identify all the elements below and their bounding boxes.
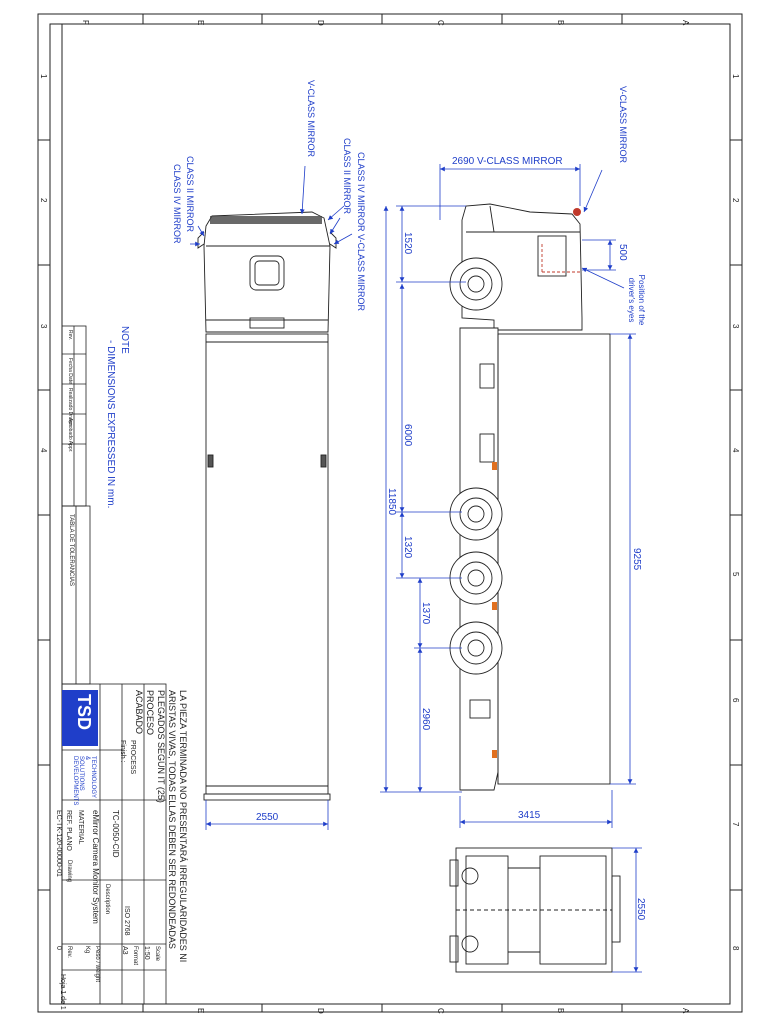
zone-letter-b: B (556, 20, 565, 26)
description-label: Description (104, 884, 110, 915)
callout-class4-mirror-left: CLASS IV MIRROR (172, 164, 182, 244)
dim-6000: 6000 (402, 424, 413, 447)
rear-view-drawing (197, 211, 337, 801)
material-label: MATERIAL (77, 810, 84, 845)
revision-header-rev: Rev. (67, 330, 73, 340)
zone-letter-d: D (316, 20, 325, 26)
title-note-line-4: PROCESO (145, 690, 155, 736)
dim-1320: 1320 (402, 536, 413, 559)
zone-letter-e-bottom: E (196, 1008, 205, 1014)
rev-label: Rev. (66, 946, 72, 958)
side-view-drawing (449, 203, 611, 791)
title-note-line-2: ARISTAS VIVAS, TODAS ELLAS DEBEN SER RED… (167, 690, 177, 949)
drawing-number: EC-TK-120-00000-01 (55, 810, 62, 877)
revision-header-approved: Aprobado Appr. (67, 418, 73, 453)
company-tagline: TECHNOLOGY & SOLUTIONS DEVELOPMENTS (72, 756, 96, 806)
zone-letter-d-bottom: D (316, 1008, 325, 1014)
dim-vclass-span: 2690 V-CLASS MIRROR (452, 156, 563, 167)
tolerance-heading: TABLA DE TOLERANCIAS (68, 514, 74, 587)
company-logo: TSD (74, 694, 94, 730)
sheet-label: Hoja 1 de 1 (59, 974, 66, 1010)
zone-number-4-right: 4 (731, 448, 740, 453)
zone-letter-c-bottom: C (436, 1008, 445, 1014)
zone-number-8-right: 8 (731, 946, 740, 951)
zone-number-4: 4 (39, 448, 48, 453)
ref-plano-label: REF. PLANO (65, 810, 72, 851)
scale-label: Scale (154, 946, 160, 962)
zone-number-3: 3 (39, 324, 48, 329)
iso-note: ISO 2768 (123, 906, 130, 936)
axle-1-wheel (449, 487, 503, 541)
dim-1370: 1370 (420, 602, 431, 625)
format-value: A3 (121, 946, 128, 955)
callout-vclass-mirror-mid: V-CLASS MIRROR (356, 234, 366, 312)
zone-number-2: 2 (39, 198, 48, 203)
zone-number-6-right: 6 (731, 698, 740, 703)
rev-value: 0 (55, 946, 62, 950)
zone-number-1: 1 (39, 74, 48, 79)
zone-letter-b-bottom: B (556, 1008, 565, 1014)
zone-number-3-right: 3 (731, 324, 740, 329)
callout-vclass-mirror-right: V-CLASS MIRROR (618, 86, 628, 164)
dim-9255: 9255 (631, 548, 642, 571)
zone-letter-a: A (681, 20, 690, 26)
dim-11850: 11850 (386, 488, 397, 516)
scale-value: 1:50 (143, 946, 150, 960)
zone-number-2-right: 2 (731, 198, 740, 203)
process-label: PROCESS (129, 740, 136, 775)
description-text: eMirror Camera Monitor System (91, 810, 100, 924)
dim-500: 500 (617, 244, 628, 261)
zone-letter-c: C (436, 20, 445, 26)
callout-class4-mirror-mid: CLASS IV MIRROR (356, 152, 366, 232)
front-view-drawing (449, 847, 621, 973)
dim-2550-front: 2550 (635, 898, 646, 921)
zone-number-1-right: 1 (731, 74, 740, 79)
weight-unit: Kg (84, 946, 90, 954)
callout-class2-mirror-left: CLASS II MIRROR (185, 156, 195, 233)
dim-3415: 3415 (518, 810, 541, 821)
format-label: Format (132, 946, 138, 966)
callout-class2-mirror-mid: CLASS II MIRROR (342, 138, 352, 215)
drawing-code: TC-0050-CID (111, 810, 120, 858)
dim-2550-rear: 2550 (256, 812, 279, 823)
finish-label: Finish : (119, 740, 126, 763)
dim-2960: 2960 (420, 708, 431, 731)
zone-letter-f: F (81, 20, 90, 25)
zone-number-5-right: 5 (731, 572, 740, 577)
title-note-line-1: LA PIEZA TERMINADA NO PRESENTARÁ IRREGUL… (178, 690, 188, 963)
callout-driver-eyes: Position of the driver's eyes (627, 274, 646, 326)
zone-letter-e: E (196, 20, 205, 26)
title-note-line-3: PLEGADOS SEGÚN IT (25) (156, 690, 166, 803)
revision-header-date: Fecha Date (67, 358, 73, 384)
callout-vclass-mirror-left: V-CLASS MIRROR (306, 80, 316, 158)
note-title: NOTE (119, 326, 130, 354)
title-block-frame (61, 325, 167, 1005)
dim-1520: 1520 (402, 232, 413, 255)
zone-number-7-right: 7 (731, 822, 740, 827)
zone-letter-a-bottom: A (681, 1008, 690, 1014)
weight-label: Peso / weight (94, 946, 100, 983)
front-wheel (449, 257, 503, 311)
title-note-line-5: ACABADO (134, 690, 144, 735)
note-body: - DIMENSIONS EXPRESSED IN mm. (105, 340, 116, 509)
dimension-lines (190, 164, 642, 973)
drawing-label: Drawing (66, 860, 72, 883)
